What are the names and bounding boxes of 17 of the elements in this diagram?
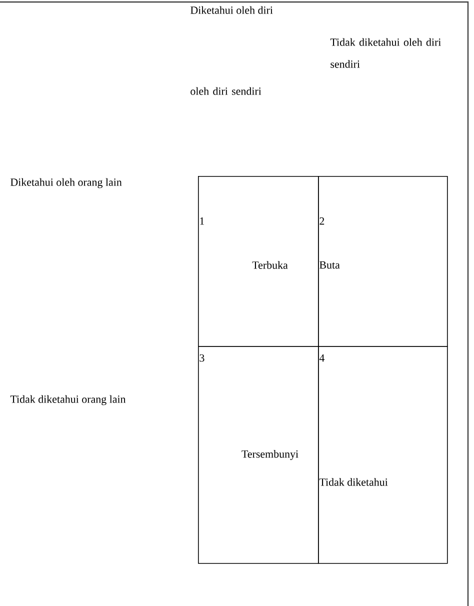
quadrant-label: Tersembunyi bbox=[242, 450, 298, 460]
quadrant-number: 4 bbox=[319, 354, 324, 362]
header-text: oleh diri sendiri bbox=[190, 87, 262, 95]
quadrant-box bbox=[318, 176, 448, 347]
row-header-text: Tidak diketahui orang lain bbox=[10, 395, 126, 406]
header-text: Tidak diketahui oleh diri sendiri bbox=[330, 38, 441, 68]
quadrant-number: 2 bbox=[320, 217, 324, 225]
quadrant-label: Buta bbox=[320, 261, 340, 269]
quadrant-box bbox=[198, 346, 319, 564]
quadrant-number: 1 bbox=[200, 217, 204, 225]
quadrant-box bbox=[318, 346, 448, 564]
quadrant-box bbox=[198, 176, 319, 347]
quadrant-number: 3 bbox=[200, 354, 204, 362]
quadrant-label: Terbuka bbox=[252, 261, 288, 269]
row-header-text: Diketahui oleh orang lain bbox=[10, 178, 122, 188]
header-text: Diketahui oleh diri bbox=[190, 6, 273, 14]
quadrant-label: Tidak diketahui bbox=[319, 478, 388, 486]
